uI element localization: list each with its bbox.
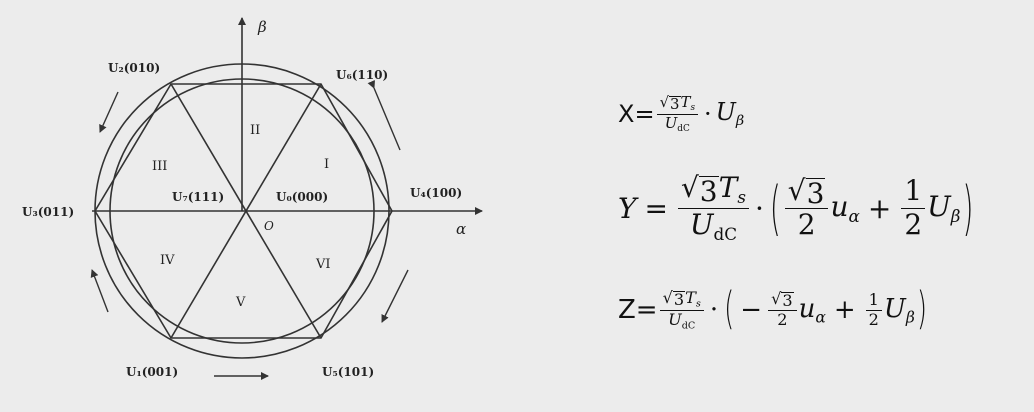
rotation-arrow-upper-left bbox=[99, 91, 119, 133]
equation-y-plus: + bbox=[867, 191, 892, 225]
equation-x-dot: · bbox=[704, 100, 712, 128]
vector-label-u5: U₅(101) bbox=[322, 365, 374, 379]
alpha-label: α bbox=[456, 220, 466, 238]
equation-y-u-beta: Uβ bbox=[927, 190, 961, 226]
equation-y-sqrt3-over-2: √3 2 bbox=[784, 174, 829, 242]
space-vector-diagram: β α O I II III IV V VI U₂(010) U₆(110) U… bbox=[22, 17, 483, 380]
equation-z-left-paren: ( bbox=[724, 284, 735, 336]
vector-label-u7: U₇(111) bbox=[172, 190, 224, 204]
equation-x-rhs: Uβ bbox=[715, 98, 745, 130]
vector-label-u4: U₄(100) bbox=[410, 186, 462, 200]
equation-z-sqrt3-over-2: √3 2 bbox=[768, 290, 797, 329]
beta-label: β bbox=[257, 18, 267, 36]
equation-z-u-beta: Uβ bbox=[883, 293, 915, 327]
equation-y-dot: · bbox=[754, 191, 764, 225]
rotation-arrow-lower-right bbox=[381, 269, 409, 323]
origin-label: O bbox=[264, 219, 274, 233]
equation-y-lhs: Y bbox=[618, 191, 637, 225]
sector-label-2: II bbox=[250, 123, 260, 138]
equation-y-left-paren: ( bbox=[769, 173, 781, 243]
equation-z-denominator: UdC bbox=[668, 309, 696, 331]
equation-z-lhs: Z= bbox=[618, 295, 658, 325]
sector-label-3: III bbox=[152, 159, 167, 174]
vector-label-u1: U₁(001) bbox=[126, 365, 178, 379]
equation-y-half: 1 2 bbox=[901, 175, 926, 240]
equation-z-u-alpha: uα bbox=[798, 293, 826, 327]
sector-label-5: V bbox=[235, 295, 246, 310]
equation-z-right-paren: ) bbox=[916, 284, 927, 336]
equation-y-denominator: UdC bbox=[689, 207, 738, 244]
equation-y-u-alpha: uα bbox=[830, 190, 860, 226]
equation-y-equals: = bbox=[644, 191, 668, 225]
vector-label-u2: U₂(010) bbox=[108, 61, 160, 75]
rotation-arrow-upper-right bbox=[367, 79, 401, 151]
vector-label-u3: U₃(011) bbox=[22, 205, 74, 219]
vector-label-u0: U₀(000) bbox=[276, 190, 328, 204]
sqrt-symbol: √3 bbox=[659, 93, 681, 113]
sector-label-1: I bbox=[324, 157, 329, 172]
equation-z-half: 1 2 bbox=[865, 290, 882, 329]
equation-y-right-paren: ) bbox=[962, 173, 974, 243]
sector-label-6: VI bbox=[315, 257, 331, 272]
equation-z-minus: − bbox=[740, 295, 763, 325]
vector-label-u6: U₆(110) bbox=[336, 68, 388, 82]
equation-z-plus: + bbox=[833, 295, 856, 325]
equation-x-denominator: UdC bbox=[664, 113, 690, 134]
rotation-arrow-lower-left bbox=[90, 269, 109, 313]
equation-z-dot: · bbox=[709, 295, 719, 325]
equation-x-lhs: X= bbox=[618, 100, 655, 128]
sector-label-4: IV bbox=[160, 253, 175, 268]
